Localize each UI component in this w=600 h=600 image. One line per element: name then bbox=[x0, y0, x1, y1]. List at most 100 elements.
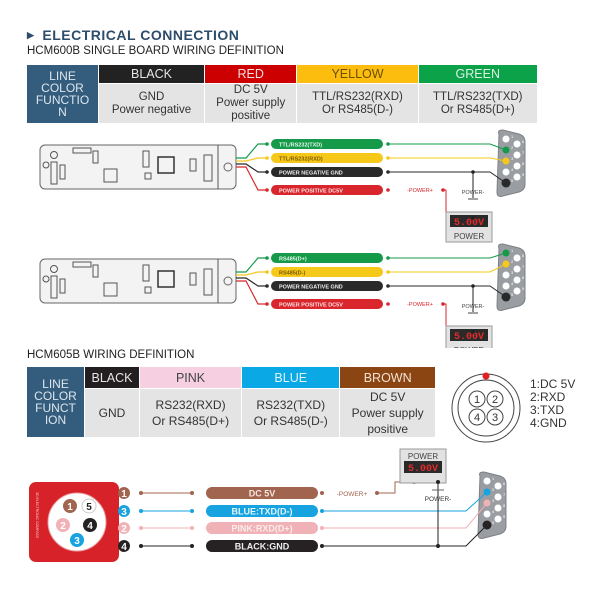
connector-pin bbox=[486, 408, 504, 426]
wire-label: TTL/RS232(RXD) bbox=[279, 157, 323, 163]
wire-dot bbox=[190, 526, 194, 530]
section-title: ▶ELECTRICAL CONNECTION bbox=[27, 27, 239, 43]
connector-pin-number: 2 bbox=[492, 394, 498, 406]
color-header: RED bbox=[203, 64, 298, 84]
wire-fanout bbox=[236, 163, 266, 173]
wire-label: POWER NEGATIVE GND bbox=[279, 285, 343, 291]
device-pin bbox=[56, 518, 70, 532]
wire-label-pill bbox=[271, 153, 383, 163]
wire-line bbox=[388, 157, 507, 162]
compass-arrow-icon bbox=[50, 265, 58, 273]
wire-label: DC 5V bbox=[249, 489, 276, 499]
device-pin-number: 3 bbox=[74, 536, 80, 547]
wire-label: TTL/RS232(TXD) bbox=[279, 143, 322, 149]
wire-dot bbox=[265, 156, 269, 160]
db9-pin-number: 2 bbox=[511, 259, 514, 264]
wire-dot bbox=[265, 256, 269, 260]
device-pin bbox=[63, 499, 77, 513]
mount-hole bbox=[42, 161, 50, 169]
chip-small bbox=[103, 282, 118, 297]
db9-pin-number: 4 bbox=[492, 509, 495, 514]
db9-pin-number: 5 bbox=[511, 178, 514, 183]
wire-label-pill bbox=[271, 139, 383, 149]
wire-fanout bbox=[236, 271, 266, 276]
header-pins bbox=[50, 275, 58, 299]
wire-label: POWER NEGATIVE GND bbox=[279, 171, 343, 177]
wire-fanout bbox=[236, 280, 266, 305]
meter-display bbox=[450, 215, 488, 227]
db9-pin-number: 7 bbox=[503, 492, 506, 497]
db9-pin bbox=[502, 168, 510, 176]
connector-outer-ring bbox=[451, 373, 521, 443]
connector-pin-number: 3 bbox=[492, 412, 498, 424]
wire-pin-badge bbox=[118, 540, 130, 552]
wire-dot bbox=[265, 170, 269, 174]
component bbox=[72, 261, 92, 268]
color-header: BROWN bbox=[339, 366, 436, 389]
db9-pin bbox=[502, 282, 510, 290]
db9-pin-number: 3 bbox=[511, 270, 514, 275]
wire-label: POWER POSITIVE DC5V bbox=[279, 189, 343, 195]
db9-pin bbox=[513, 287, 521, 295]
db9-pin-number: 7 bbox=[522, 264, 525, 269]
db9-pin-number: 4 bbox=[511, 167, 514, 172]
component bbox=[189, 158, 197, 172]
db9-pin-number: 9 bbox=[503, 514, 506, 519]
wire-line bbox=[322, 502, 488, 529]
db9-pin-number: 9 bbox=[522, 286, 525, 291]
db9-pin-number: 4 bbox=[511, 281, 514, 286]
power-plus-label: -POWER+ bbox=[337, 491, 368, 498]
hcm600b-board bbox=[39, 144, 237, 190]
function-cell: TTL/RS232(RXD)Or RS485(D-) bbox=[296, 83, 419, 124]
power-minus-label: POWER- bbox=[462, 190, 485, 196]
junction-dot bbox=[436, 480, 440, 484]
wire-dot bbox=[190, 544, 194, 548]
db9-pin bbox=[513, 173, 521, 181]
connector-pin bbox=[468, 390, 486, 408]
db9-pin bbox=[494, 493, 502, 501]
junction-dot bbox=[471, 170, 475, 174]
component bbox=[144, 172, 152, 180]
hcm605b-title: HCM605B WIRING DEFINITION bbox=[27, 349, 195, 361]
device-pin-number: 5 bbox=[86, 502, 92, 513]
wire-fanout bbox=[236, 166, 266, 191]
db9-shell bbox=[496, 129, 526, 197]
pin-legend-item: 2:RXD bbox=[530, 390, 566, 404]
wire-pin-number: 4 bbox=[121, 542, 127, 553]
function-cell: TTL/RS232(TXD)Or RS485(D+) bbox=[417, 83, 539, 124]
meter-reading: 5.00V bbox=[454, 218, 484, 229]
pin-legend-item: 3:TXD bbox=[530, 403, 565, 417]
connector-inner-ring bbox=[457, 379, 515, 437]
connector-pin bbox=[468, 408, 486, 426]
connector-pin-number: 1 bbox=[474, 394, 480, 406]
mcu-chip bbox=[157, 270, 175, 288]
db9-pin bbox=[513, 265, 521, 273]
component bbox=[92, 150, 99, 164]
db9-pin-number: 6 bbox=[503, 481, 506, 486]
wire-connector bbox=[203, 154, 213, 182]
wire-pin-number: 1 bbox=[121, 489, 127, 500]
meter-reading: 5.00V bbox=[408, 464, 438, 475]
junction-dot bbox=[471, 330, 475, 334]
color-header: BLUE bbox=[241, 366, 341, 389]
wire-pin-badge bbox=[118, 522, 130, 534]
db9-pin-number: 2 bbox=[492, 487, 495, 492]
meter-display bbox=[450, 329, 488, 341]
compass-arrow-icon bbox=[50, 151, 58, 159]
db9-pin bbox=[513, 162, 521, 170]
color-header: BLACK bbox=[84, 366, 140, 389]
connector-pin-legend: 1:DC 5V 2:RXD 3:TXD 4:GND bbox=[530, 378, 575, 430]
header-pins bbox=[50, 161, 58, 185]
wire-line bbox=[322, 491, 488, 512]
wire-label: BLUE:TXD(D-) bbox=[232, 507, 293, 517]
wire-dot bbox=[190, 491, 194, 495]
